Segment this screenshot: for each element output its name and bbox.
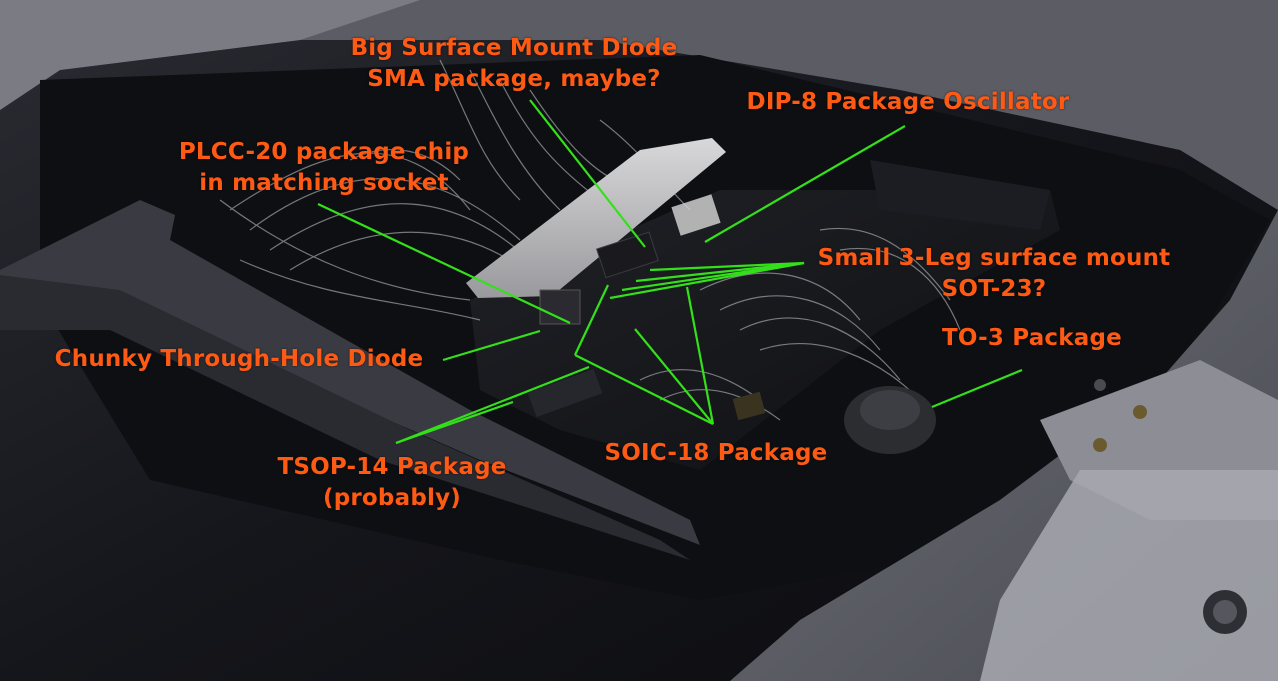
metal-plate <box>466 138 726 298</box>
enclosure-top-left <box>0 0 420 110</box>
enclosure-top <box>0 0 1278 210</box>
leader-line-sma <box>529 99 646 248</box>
label-chunky-diode: Chunky Through-Hole Diode <box>42 344 436 375</box>
tsop-chip <box>527 368 603 418</box>
label-plcc20: PLCC-20 package chip in matching socket <box>171 137 477 199</box>
label-sot23-line1: Small 3-Leg surface mount <box>817 245 1171 271</box>
hinge-screw <box>1094 379 1106 391</box>
leader-line-sot2 <box>635 261 805 283</box>
clear-panel <box>980 470 1278 681</box>
leader-line-soic4 <box>574 284 609 356</box>
dip8-oscillator <box>671 194 721 236</box>
component <box>732 391 766 421</box>
tray-rail <box>0 275 690 560</box>
label-tsop14: TSOP-14 Package (probably) <box>268 452 516 514</box>
leader-line-plcc <box>317 203 571 324</box>
hinge-screw <box>1133 405 1147 419</box>
label-sot23: Small 3-Leg surface mount SOT-23? <box>808 243 1180 305</box>
label-tsop14-line1: TSOP-14 Package <box>277 454 507 480</box>
label-sot23-line2: SOT-23? <box>941 276 1047 302</box>
leader-line-tsop1 <box>395 365 590 445</box>
label-to3-line1: TO-3 Package <box>942 325 1122 351</box>
label-soic18: SOIC-18 Package <box>596 438 836 469</box>
label-to3: TO-3 Package <box>936 323 1128 354</box>
hinge-screw <box>1093 438 1107 452</box>
leader-line-tsop2 <box>395 400 514 445</box>
leader-line-sot1 <box>649 261 805 272</box>
label-chunky-diode-line1: Chunky Through-Hole Diode <box>54 346 424 372</box>
leader-line-to3 <box>931 368 1023 409</box>
leader-line-soic1 <box>634 328 714 425</box>
board-connector <box>870 160 1050 230</box>
leader-line-chunky <box>442 329 541 362</box>
label-dip8-line1: DIP-8 Package Oscillator <box>746 89 1070 115</box>
leader-line-soic2 <box>685 286 715 425</box>
tray-frame-left <box>0 200 700 545</box>
label-plcc20-line2: in matching socket <box>199 170 449 196</box>
label-sma-diode: Big Surface Mount Diode SMA package, may… <box>340 33 688 95</box>
leader-line-soic3 <box>574 354 714 425</box>
leader-line-sot4 <box>609 261 805 300</box>
label-plcc20-line1: PLCC-20 package chip <box>178 139 470 165</box>
label-soic18-line1: SOIC-18 Package <box>604 440 828 466</box>
leader-lines <box>317 99 1023 445</box>
label-sma-diode-line2: SMA package, maybe? <box>367 66 661 92</box>
label-tsop14-line2: (probably) <box>323 485 461 511</box>
label-dip8: DIP-8 Package Oscillator <box>736 87 1080 118</box>
label-sma-diode-line1: Big Surface Mount Diode <box>350 35 678 61</box>
leader-line-dip8 <box>704 125 906 243</box>
